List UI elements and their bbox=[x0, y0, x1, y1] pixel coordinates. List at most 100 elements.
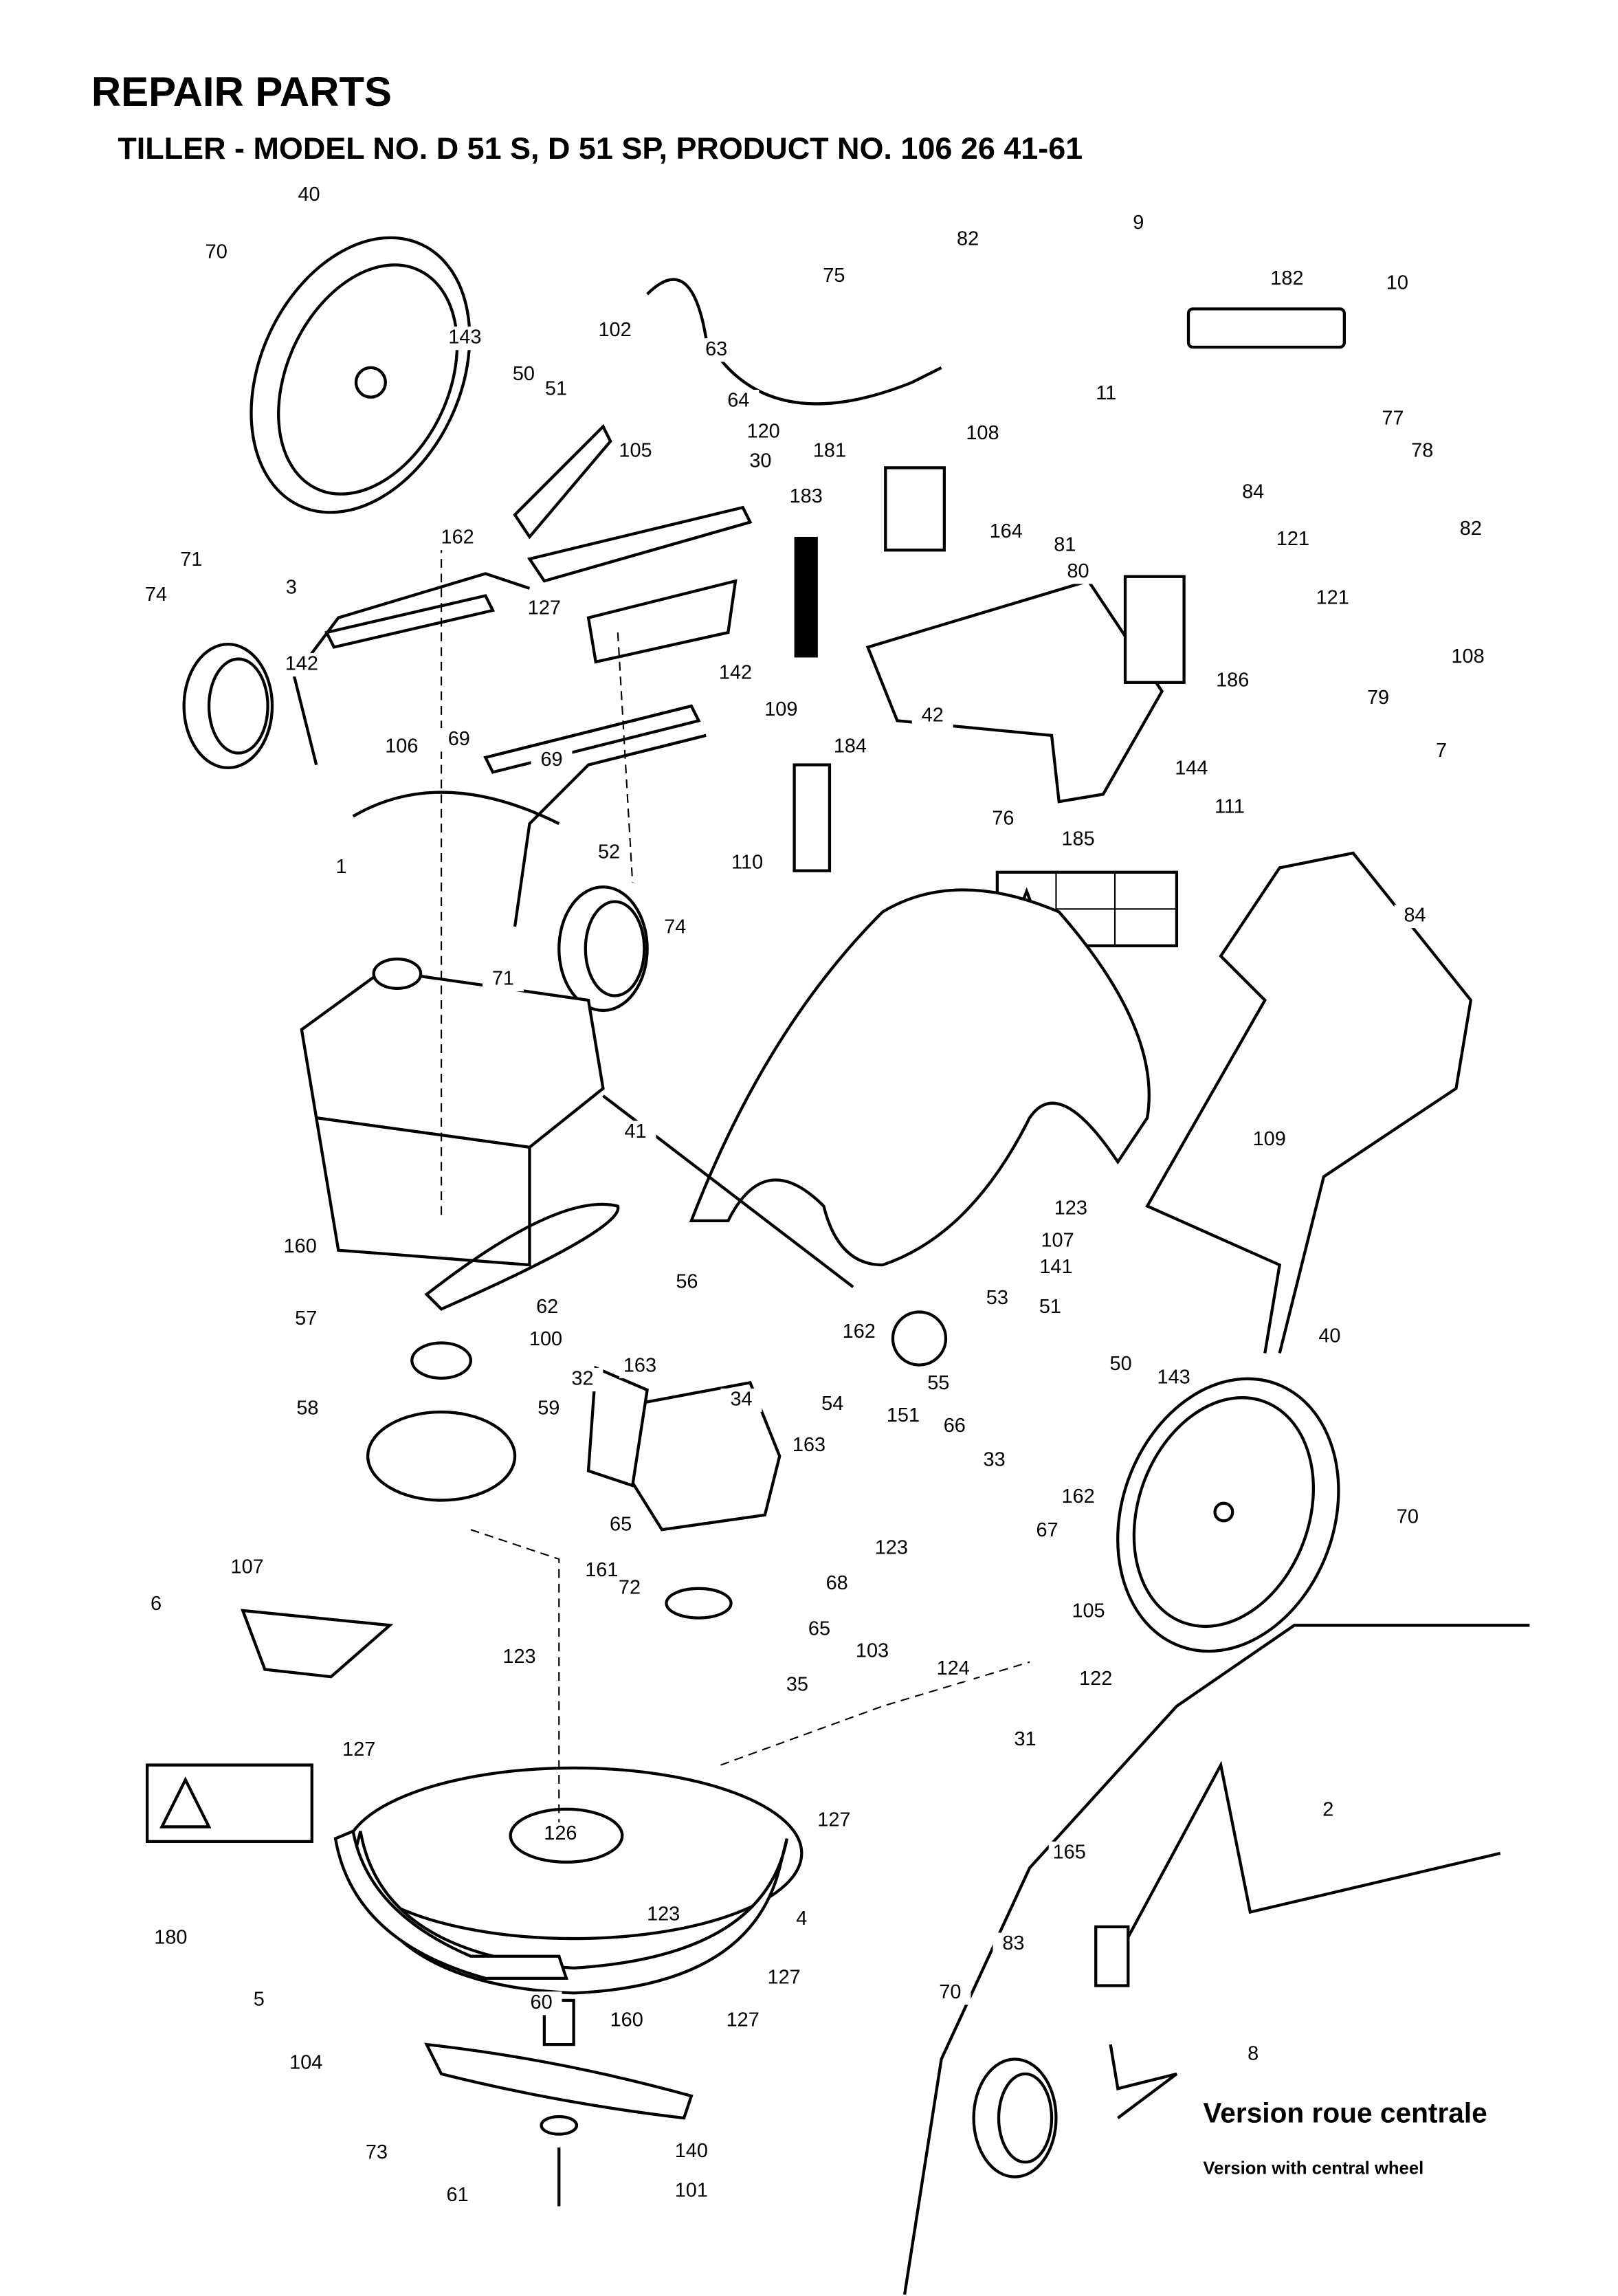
callout-bg bbox=[812, 1393, 854, 1417]
callout-part-8: 8 bbox=[1248, 2043, 1259, 2065]
callout-bg bbox=[852, 1640, 893, 1664]
callout-part-1: 1 bbox=[336, 856, 347, 878]
callout-part-73: 73 bbox=[366, 2141, 388, 2163]
cable-75 bbox=[646, 278, 942, 406]
callout-part-105: 105 bbox=[619, 439, 652, 461]
callout-part-143: 143 bbox=[448, 327, 481, 349]
callout-part-55: 55 bbox=[927, 1372, 949, 1394]
callout-bg bbox=[226, 1556, 268, 1580]
callout-bg bbox=[438, 728, 480, 752]
callout-bg bbox=[531, 749, 573, 773]
callout-part-9: 9 bbox=[1133, 212, 1144, 234]
callout-part-122: 122 bbox=[1079, 1668, 1112, 1690]
callout-part-54: 54 bbox=[821, 1393, 843, 1415]
callout-bg bbox=[929, 1981, 971, 2005]
callout-bg bbox=[614, 1121, 656, 1145]
callout-bg bbox=[720, 1388, 762, 1413]
callout-bg bbox=[540, 1822, 581, 1846]
callout-part-32: 32 bbox=[571, 1368, 593, 1390]
callout-part-51: 51 bbox=[1039, 1296, 1061, 1318]
pulley-72 bbox=[665, 1587, 733, 1620]
callout-part-151: 151 bbox=[887, 1404, 920, 1426]
guard-58 bbox=[366, 1410, 517, 1502]
callout-bg bbox=[619, 1354, 661, 1378]
decal-186 bbox=[1123, 575, 1186, 684]
callout-part-50: 50 bbox=[513, 363, 535, 385]
callout-bg bbox=[809, 439, 850, 463]
decal-181 bbox=[884, 466, 946, 552]
callout-bg bbox=[1037, 1229, 1078, 1253]
callout-part-11: 11 bbox=[1096, 382, 1116, 404]
callout-part-120: 120 bbox=[747, 421, 780, 443]
callout-bg bbox=[933, 1415, 975, 1439]
callout-bg bbox=[1208, 795, 1250, 819]
callout-bg bbox=[288, 184, 330, 208]
callout-part-76: 76 bbox=[992, 807, 1014, 829]
pulley-57 bbox=[410, 1341, 473, 1380]
callout-bg bbox=[870, 1536, 912, 1561]
callout-part-63: 63 bbox=[705, 338, 727, 360]
callout-part-102: 102 bbox=[598, 319, 631, 341]
callout-part-127: 127 bbox=[817, 1809, 850, 1831]
callout-part-6: 6 bbox=[151, 1593, 162, 1615]
callout-part-65: 65 bbox=[610, 1513, 632, 1535]
callout-bg bbox=[609, 1576, 650, 1600]
callout-bg bbox=[670, 2140, 712, 2164]
callout-part-71: 71 bbox=[180, 549, 202, 571]
callout-part-65: 65 bbox=[808, 1618, 830, 1640]
callout-bg bbox=[838, 1321, 880, 1345]
page-title: REPAIR PARTS bbox=[91, 69, 392, 115]
callout-part-82: 82 bbox=[1460, 518, 1482, 540]
page-subtitle: TILLER - MODEL NO. D 51 S, D 51 SP, PROD… bbox=[118, 131, 1083, 166]
callout-part-127: 127 bbox=[727, 2009, 760, 2031]
callout-bg bbox=[742, 420, 784, 445]
wheel-small-mid bbox=[557, 885, 649, 1013]
callout-part-80: 80 bbox=[1067, 560, 1089, 582]
callout-bg bbox=[976, 1287, 1018, 1311]
inset-caption-fr: Version roue centrale bbox=[1203, 2097, 1487, 2129]
callout-part-121: 121 bbox=[1276, 528, 1309, 550]
callout-bg bbox=[1311, 586, 1353, 610]
callout-bg bbox=[1357, 687, 1399, 711]
callout-part-84: 84 bbox=[1404, 905, 1426, 927]
callout-part-60: 60 bbox=[531, 1991, 553, 2013]
callout-part-184: 184 bbox=[834, 736, 867, 758]
callout-bg bbox=[1057, 1486, 1099, 1510]
callout-bg bbox=[932, 1657, 974, 1681]
callout-bg bbox=[285, 1307, 327, 1332]
callout-bg bbox=[338, 1738, 380, 1763]
callout-part-66: 66 bbox=[944, 1415, 966, 1437]
callout-part-71: 71 bbox=[492, 968, 514, 990]
callout-bg bbox=[1029, 1296, 1071, 1320]
engine bbox=[300, 957, 605, 1267]
callout-part-162: 162 bbox=[441, 527, 474, 549]
callout-part-111: 111 bbox=[1215, 795, 1245, 817]
callout-part-64: 64 bbox=[727, 390, 749, 412]
callout-part-56: 56 bbox=[676, 1270, 698, 1292]
sprocket-53 bbox=[891, 1310, 948, 1367]
decal-180 bbox=[146, 1763, 313, 1843]
callout-part-142: 142 bbox=[719, 662, 752, 684]
callout-part-123: 123 bbox=[647, 1903, 680, 1925]
callout-bg bbox=[1085, 382, 1127, 406]
central-wheel-inset: Version roue centrale Version with centr… bbox=[902, 1624, 1530, 2295]
callout-bg bbox=[525, 1328, 566, 1352]
callout-part-83: 83 bbox=[1002, 1932, 1024, 1954]
callout-bg bbox=[1118, 212, 1160, 236]
callout-part-107: 107 bbox=[231, 1556, 264, 1578]
callout-bg bbox=[498, 1646, 540, 1670]
callout-part-101: 101 bbox=[675, 2180, 708, 2202]
shield-6 bbox=[241, 1609, 394, 1679]
callout-bg bbox=[947, 228, 989, 252]
callout-part-35: 35 bbox=[786, 1674, 808, 1696]
callout-part-30: 30 bbox=[749, 450, 771, 472]
callout-bg bbox=[482, 967, 524, 992]
callout-part-124: 124 bbox=[937, 1657, 970, 1679]
callout-bg bbox=[1048, 1841, 1090, 1866]
bracket-32 bbox=[586, 1365, 650, 1488]
callout-part-82: 82 bbox=[957, 228, 979, 250]
callout-bg bbox=[1266, 267, 1308, 291]
callout-bg bbox=[654, 916, 696, 940]
callout-bg bbox=[666, 1270, 708, 1294]
callout-bg bbox=[1004, 1728, 1046, 1752]
